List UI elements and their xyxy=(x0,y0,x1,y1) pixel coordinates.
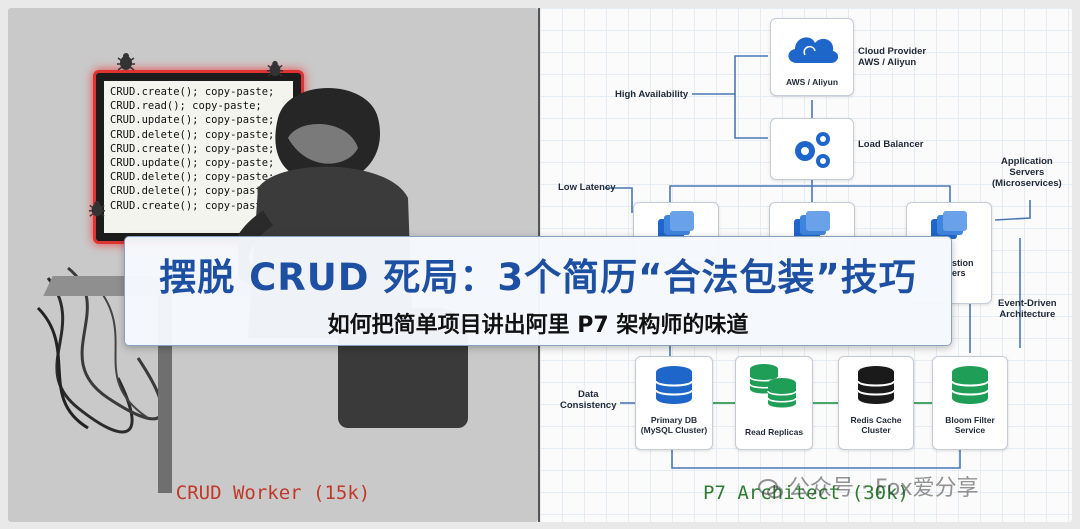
low-latency-label: Low Latency xyxy=(558,182,616,193)
bloom-filter-label: Bloom Filter Service xyxy=(945,415,995,435)
banner-title: 摆脱 CRUD 死局：3个简历“合法包装”技巧 xyxy=(159,256,917,299)
database-icon xyxy=(857,366,895,404)
server-stack-icon xyxy=(658,211,694,239)
gears-icon xyxy=(795,132,830,168)
cloud-provider-node: AWS / Aliyun xyxy=(770,18,854,96)
wechat-icon xyxy=(758,479,783,499)
primary-db-label: Primary DB (MySQL Cluster) xyxy=(640,415,708,435)
banner-subtitle: 如何把简单项目讲出阿里 P7 架构师的味道 xyxy=(327,313,749,338)
cables-illustration xyxy=(36,266,164,434)
code-line: CRUD.create(); copy-paste; xyxy=(110,142,275,155)
code-line: CRUD.delete(); copy-paste; xyxy=(110,171,275,184)
load-balancer-label: Load Balancer xyxy=(858,139,924,150)
partial-node-label: stion ers xyxy=(952,258,974,278)
code-line: CRUD.delete(); copy-paste; xyxy=(110,128,275,141)
app-servers-label: Application Servers (Microservices) xyxy=(992,156,1062,189)
code-line: CRUD.read(); copy-paste; xyxy=(110,100,262,113)
watermark-text: 公众号 · Fox爱分享 xyxy=(788,476,979,501)
high-availability-label: High Availability xyxy=(615,89,689,100)
read-replicas-label: Read Replicas xyxy=(744,427,804,437)
cloud-provider-label: Cloud Provider AWS / Aliyun xyxy=(858,46,927,68)
database-icon xyxy=(951,366,989,404)
read-replicas-node: Read Replicas xyxy=(735,356,813,450)
database-icon xyxy=(655,366,693,404)
event-driven-label: Event-Driven Architecture xyxy=(998,298,1057,320)
bloom-filter-node: Bloom Filter Service xyxy=(932,356,1008,450)
server-stack-icon xyxy=(931,211,967,239)
cloud-icon xyxy=(788,37,839,63)
bug-icon xyxy=(117,53,135,71)
cloud-node-label: AWS / Aliyun xyxy=(785,77,839,87)
redis-cache-label: Redis Cache Cluster xyxy=(850,415,902,435)
bug-icon xyxy=(266,60,284,77)
architect-caption: P7 Architect (30k) xyxy=(703,482,909,504)
code-line: CRUD.create(); copy-paste; xyxy=(110,86,275,98)
connector-lines xyxy=(605,55,1031,469)
database-replicas-icon xyxy=(749,364,797,408)
redis-cache-node: Redis Cache Cluster xyxy=(838,356,914,450)
code-line: CRUD.update(); copy-paste; xyxy=(110,157,275,170)
code-line: CRUD.delete(); copy-paste; xyxy=(110,185,275,198)
crud-worker-caption: CRUD Worker (15k) xyxy=(175,482,371,504)
watermark: 公众号 · Fox爱分享 xyxy=(758,470,979,502)
primary-db-node: Primary DB (MySQL Cluster) xyxy=(635,356,713,450)
data-consistency-label: Data Consistency xyxy=(560,389,617,411)
bug-icon xyxy=(88,200,106,217)
code-line: CRUD.update(); copy-paste; xyxy=(110,114,275,127)
load-balancer-node xyxy=(770,118,854,180)
server-stack-icon xyxy=(794,211,830,239)
title-banner: 摆脱 CRUD 死局：3个简历“合法包装”技巧 如何把简单项目讲出阿里 P7 架… xyxy=(124,236,952,346)
